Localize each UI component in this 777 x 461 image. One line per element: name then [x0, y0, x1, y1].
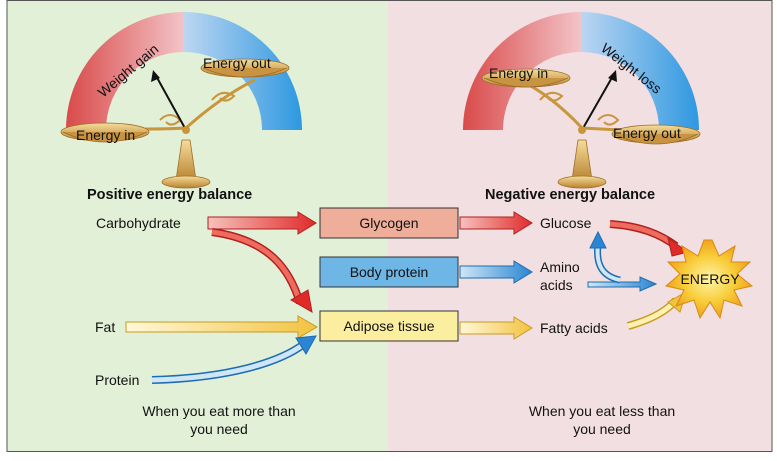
right-footnote-line2: you need: [573, 421, 631, 437]
output-acids: acids: [540, 277, 573, 293]
arrow-carb-to-glycogen: [207, 211, 317, 235]
energy-burst: ENERGY: [664, 239, 754, 320]
left-panel-heading: Positive energy balance: [87, 187, 252, 203]
input-carbohydrate: Carbohydrate: [96, 215, 181, 231]
frame-border: [6, 0, 773, 452]
output-amino: Amino: [540, 259, 580, 275]
left-footnote-line1: When you eat more than: [142, 403, 295, 419]
arrow-protein-to-amino: [459, 260, 533, 284]
adipose-label: Adipose tissue: [343, 318, 434, 334]
arrow-adipose-to-fatty: [459, 316, 533, 340]
body-protein-box: Body protein: [319, 256, 459, 288]
output-glucose: Glucose: [540, 215, 592, 231]
energy-label: ENERGY: [680, 271, 740, 287]
output-fatty-acids: Fatty acids: [540, 320, 608, 336]
left-gauge-low-label: Energy in: [76, 127, 135, 143]
input-fat: Fat: [95, 319, 115, 335]
arrow-protein-to-adipose: [151, 335, 317, 384]
arrow-fat-to-adipose: [125, 315, 318, 339]
input-protein: Protein: [95, 372, 139, 388]
glycogen-label: Glycogen: [359, 215, 418, 231]
adipose-box: Adipose tissue: [319, 310, 459, 342]
left-footnote-line2: you need: [190, 421, 248, 437]
right-gauge-high-label: Energy in: [489, 65, 548, 81]
arrow-carb-to-adipose: [211, 228, 313, 313]
arrow-amino-to-energy: [587, 276, 658, 292]
right-footnote-line1: When you eat less than: [529, 403, 675, 419]
glycogen-box: Glycogen: [319, 207, 459, 239]
left-gauge-high-label: Energy out: [203, 55, 271, 71]
arrow-glucose-to-energy: [609, 220, 690, 257]
body-protein-label: Body protein: [350, 264, 429, 280]
arrow-amino-to-glucose: [589, 230, 621, 284]
arrow-glycogen-to-glucose: [459, 211, 533, 235]
right-gauge-low-label: Energy out: [613, 125, 681, 141]
right-panel-heading: Negative energy balance: [485, 187, 655, 203]
